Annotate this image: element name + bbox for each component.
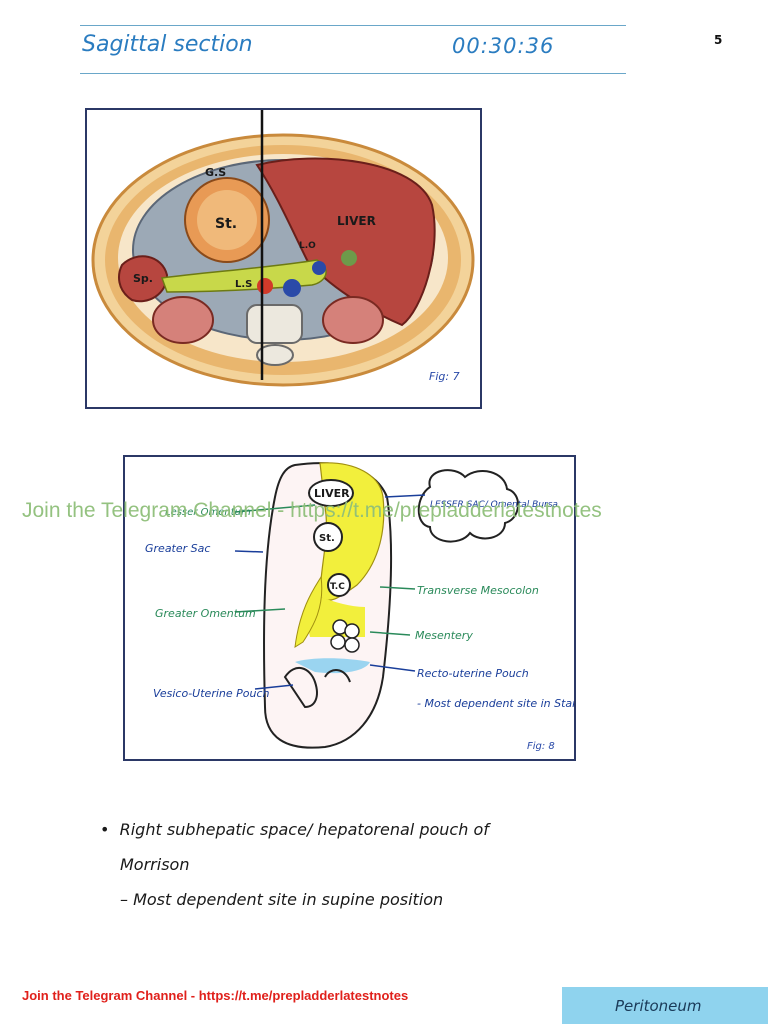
label-stomach: St. bbox=[215, 216, 237, 232]
topic-banner bbox=[562, 987, 768, 1024]
header-bottom-rule bbox=[80, 73, 626, 74]
fig2-label-mesentery: Mesentery bbox=[415, 629, 473, 642]
bullet-dot: • bbox=[100, 820, 120, 839]
fig2-label-most-dependent: - Most dependent site in Standing bbox=[417, 697, 576, 710]
fig2-label-stomach: St. bbox=[319, 533, 335, 544]
fig2-label-greater-omentum: Greater Omentum bbox=[155, 607, 256, 620]
telegram-watermark: Join the Telegram Channel - https://t.me… bbox=[22, 499, 602, 522]
topic-label: Peritoneum bbox=[615, 997, 702, 1015]
fig2-label-liver: LIVER bbox=[314, 487, 350, 500]
fig2-label-transverse-mesocolon: Transverse Mesocolon bbox=[417, 584, 539, 597]
sagittal-diagram-illustration: LIVER St. T.C Lesser Omentum Greater Sac… bbox=[145, 462, 576, 752]
figure-cross-section: G.S St. LIVER Sp. L.S L.O Fig: 7 bbox=[85, 108, 482, 409]
figure-sagittal-diagram: LIVER St. T.C Lesser Omentum Greater Sac… bbox=[123, 455, 576, 761]
cross-section-illustration: G.S St. LIVER Sp. L.S L.O Fig: 7 bbox=[91, 110, 475, 387]
label-gs: G.S bbox=[205, 166, 226, 179]
bullet-line-2: Morrison bbox=[120, 855, 190, 874]
bullet-line-1: Right subhepatic space/ hepatorenal pouc… bbox=[119, 820, 489, 839]
label-lesser-sac: L.S bbox=[235, 279, 252, 290]
fig2-label-recto-uterine: Recto-uterine Pouch bbox=[417, 667, 529, 680]
label-spleen: Sp. bbox=[133, 272, 153, 285]
fig2-label-tc: T.C bbox=[330, 582, 345, 592]
fig2-label-vesico-uterine: Vesico-Uterine Pouch bbox=[153, 687, 270, 700]
figure1-caption: Fig: 7 bbox=[429, 370, 460, 383]
fig2-label-lesser-sac: LESSER SAC/ Omental Bursa bbox=[430, 500, 558, 510]
figure2-caption: Fig: 8 bbox=[527, 741, 555, 752]
timer: 00:30:36 bbox=[452, 34, 555, 58]
page-title: Sagittal section bbox=[82, 32, 253, 57]
bullet-item: • Right subhepatic space/ hepatorenal po… bbox=[100, 820, 489, 839]
telegram-link[interactable]: Join the Telegram Channel - https://t.me… bbox=[22, 988, 409, 1003]
bullet-sub-line: – Most dependent site in supine position bbox=[120, 890, 444, 909]
label-lo: L.O bbox=[299, 241, 316, 251]
header-top-rule bbox=[80, 25, 626, 26]
fig2-label-greater-sac: Greater Sac bbox=[145, 542, 210, 555]
label-liver: LIVER bbox=[337, 214, 376, 228]
page-number: 5 bbox=[714, 33, 723, 47]
fig2-label-lesser-omentum: Lesser Omentum bbox=[165, 507, 251, 518]
